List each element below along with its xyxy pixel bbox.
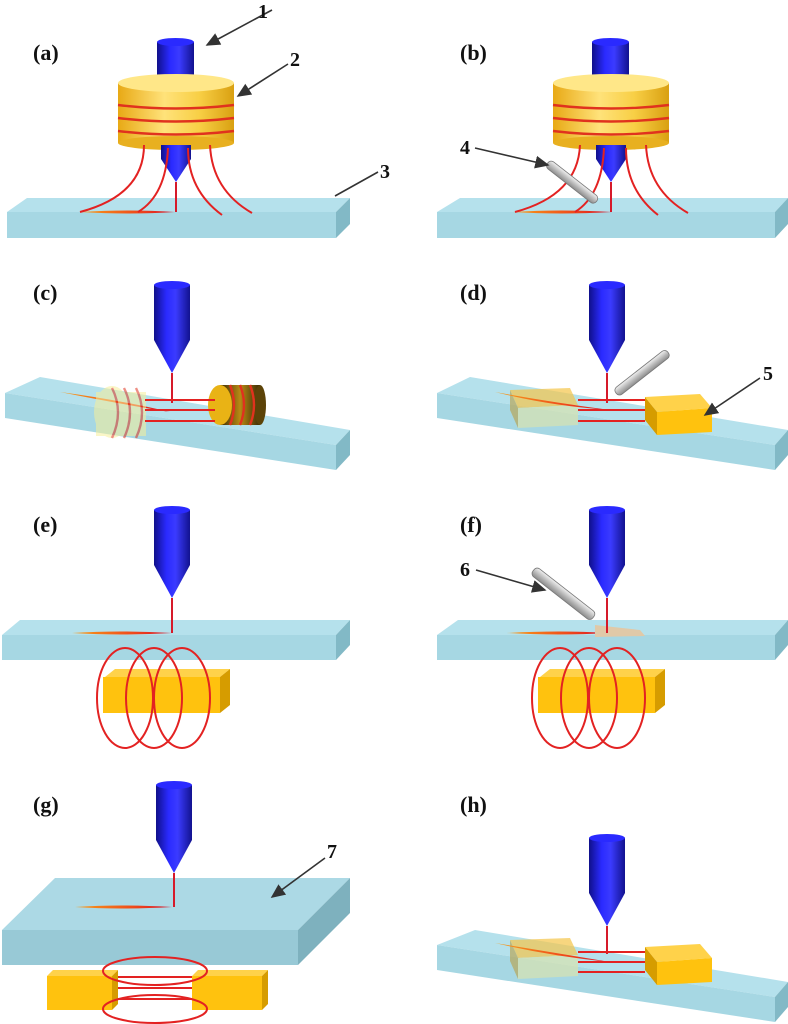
magnetic-field-lines: [145, 399, 215, 422]
callout-2: 2: [290, 49, 300, 71]
callout-6: 6: [460, 559, 470, 581]
permanent-magnet-translucent: [510, 938, 578, 979]
wire-feeder: [614, 350, 670, 396]
substrate: [2, 620, 350, 660]
melt-track: [495, 943, 610, 962]
panel-label-g: (g): [33, 792, 59, 817]
substrate-thick: [2, 878, 350, 965]
callout-3: 3: [380, 161, 390, 183]
wire-feeder: [546, 160, 599, 204]
magnetic-field-lines: [96, 647, 211, 749]
callout-7-leader: [270, 857, 326, 898]
panel-label-h: (h): [460, 792, 487, 817]
magnetic-field-lines: [578, 399, 645, 422]
coil: [552, 74, 670, 150]
callout-2-leader: [236, 63, 289, 97]
coil-translucent: [94, 386, 146, 439]
laser-nozzle: [154, 281, 190, 403]
callout-5: 5: [763, 363, 773, 385]
panel-label-c: (c): [33, 280, 57, 305]
melt-track: [507, 631, 608, 635]
panel-label-a: (a): [33, 40, 59, 65]
panel-d: (d) 5: [437, 280, 788, 470]
panel-b: (b): [437, 38, 788, 238]
panel-g: (g) 7: [2, 781, 350, 1024]
permanent-magnet: [645, 394, 712, 435]
magnetic-field-lines: [578, 951, 645, 973]
panel-label-f: (f): [460, 512, 482, 537]
laser-nozzle: [156, 781, 192, 907]
permanent-magnet: [645, 944, 712, 985]
permanent-magnet: [103, 669, 230, 713]
panel-label-d: (d): [460, 280, 487, 305]
substrate: [437, 198, 788, 238]
panel-c: (c): [5, 280, 350, 470]
coil: [117, 74, 235, 150]
substrate: [437, 930, 788, 1022]
feed-nozzle: [531, 567, 596, 620]
substrate: [437, 377, 788, 470]
panel-h: (h): [437, 792, 788, 1022]
laser-nozzle: [154, 506, 190, 633]
callout-3-leader: [334, 171, 379, 197]
callout-4: 4: [460, 137, 470, 159]
melt-track: [75, 905, 172, 909]
permanent-magnet-right: [192, 970, 268, 1010]
laser-nozzle: [589, 834, 625, 954]
callout-1-leader: [205, 9, 273, 46]
substrate: [437, 620, 788, 660]
melt-track: [513, 210, 612, 214]
melt-track: [80, 210, 175, 214]
melt-track: [72, 631, 172, 635]
callout-4-leader: [474, 147, 550, 169]
magnetic-field-lines: [79, 144, 253, 216]
coil: [208, 384, 266, 426]
laser-nozzle: [589, 506, 625, 633]
panel-f: (f) 6: [437, 506, 788, 749]
substrate: [7, 198, 350, 238]
callout-1: 1: [258, 1, 268, 23]
permanent-magnet-translucent: [510, 388, 578, 428]
magnetic-field-lines: [514, 144, 689, 216]
substrate: [5, 377, 350, 470]
permanent-magnet: [538, 669, 665, 713]
panel-label-e: (e): [33, 512, 57, 537]
callout-5-leader: [703, 377, 761, 416]
panel-a: (a): [7, 1, 390, 238]
laser-nozzle: [589, 281, 625, 403]
magnetic-field-lines: [102, 956, 208, 1024]
callout-7: 7: [327, 841, 337, 863]
magnetic-field-lines: [531, 647, 646, 749]
panel-label-b: (b): [460, 40, 487, 65]
panel-e: (e): [2, 506, 350, 749]
callout-6-leader: [475, 569, 547, 593]
